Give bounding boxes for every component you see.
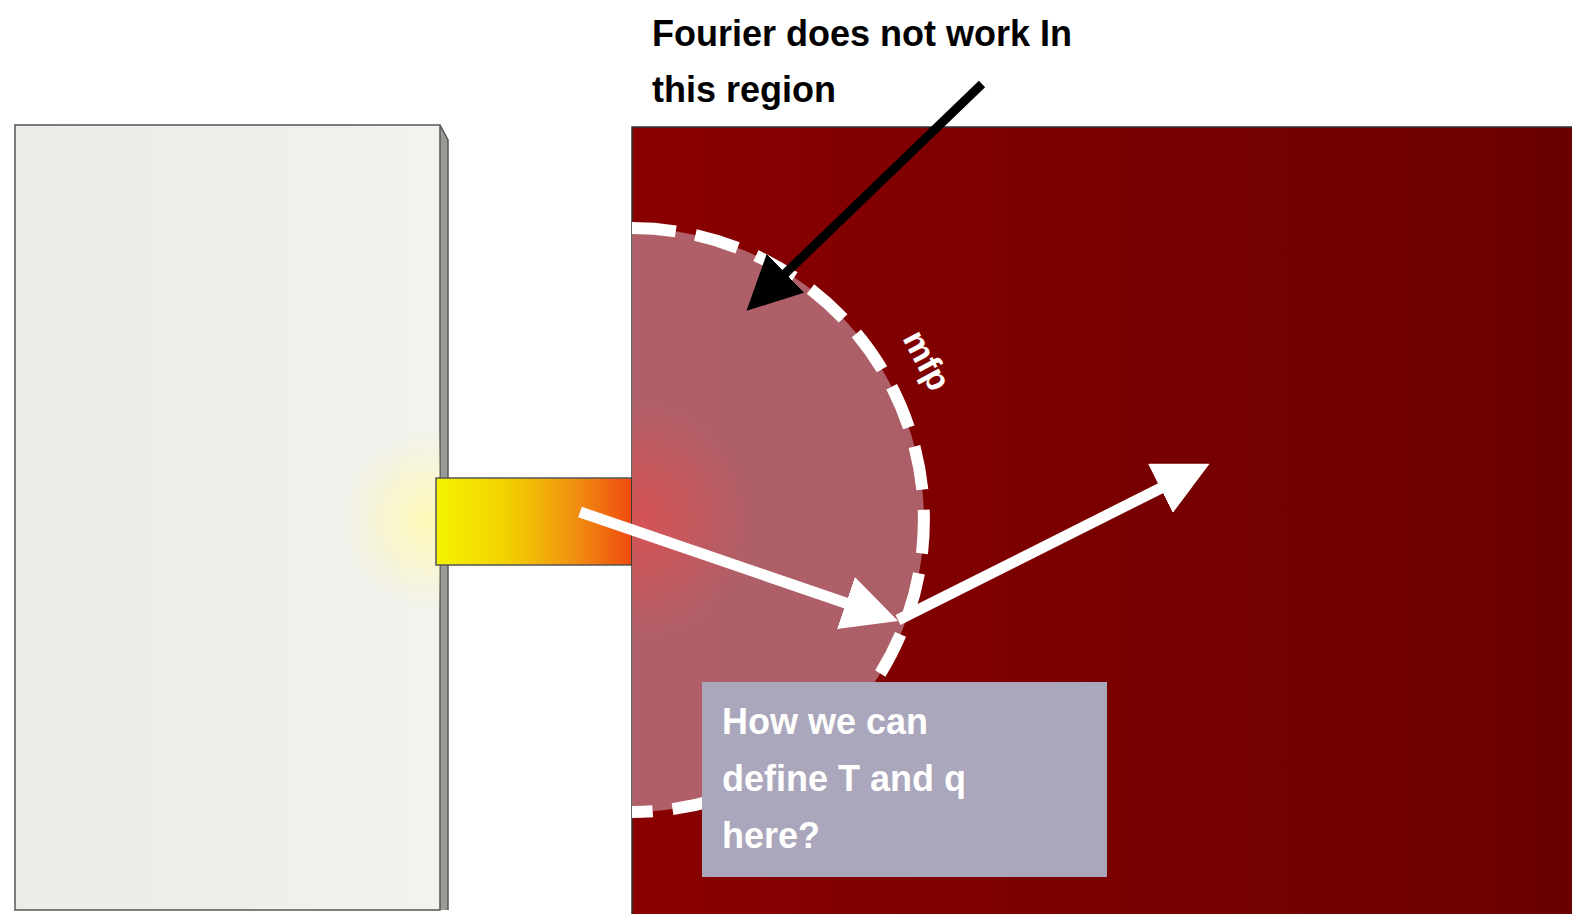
question-text: How we can define T and q here?	[722, 694, 1022, 865]
slab-side	[15, 125, 448, 910]
callout-note: Fourier does not work In this region	[652, 6, 1132, 118]
left-slab	[15, 125, 440, 910]
question-box: How we can define T and q here?	[702, 682, 1107, 877]
heat-glow	[632, 400, 772, 640]
right-block	[632, 127, 1572, 914]
pointer-arrow	[766, 84, 982, 292]
heat-glow	[300, 420, 440, 620]
phonon-path	[898, 476, 1185, 620]
phonon-path	[580, 512, 872, 612]
